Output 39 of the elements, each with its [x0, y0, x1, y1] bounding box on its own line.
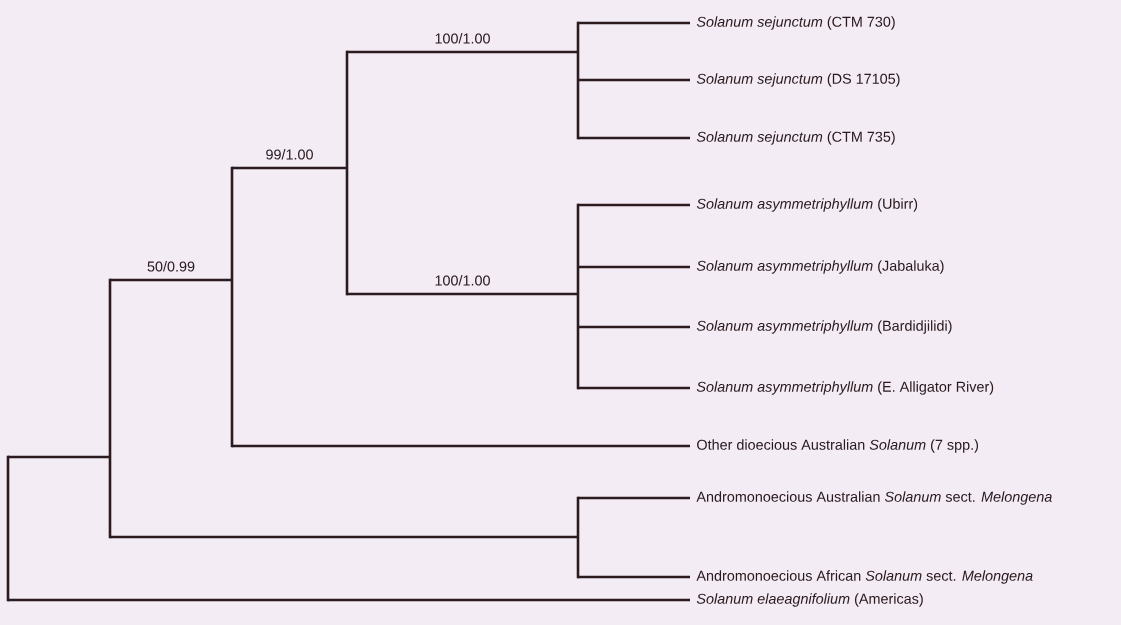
- taxon-label: Solanum asymmetriphyllum (Jabaluka): [696, 260, 944, 274]
- tree-branch: [8, 598, 690, 602]
- support-value: 99/1.00: [266, 149, 313, 160]
- tree-branch: [578, 78, 690, 82]
- tree-branch: [110, 278, 232, 282]
- tree-branch: [578, 325, 690, 329]
- clade-bar: [576, 21, 580, 140]
- taxon-label: Solanum sejunctum (DS 17105): [696, 73, 900, 87]
- tree-branch: [578, 265, 690, 269]
- tree-branch: [578, 203, 690, 207]
- tree-branch: [578, 386, 690, 390]
- taxon-label: Solanum asymmetriphyllum (E. Alligator River): [696, 381, 994, 395]
- tree-branch: [578, 21, 690, 25]
- tree-branch: [232, 166, 347, 170]
- taxon-label: Solanum asymmetriphyllum (Bardidjilidi): [696, 320, 952, 334]
- clade-bar: [230, 166, 234, 448]
- clade-bar: [108, 278, 112, 539]
- tree-branch: [347, 50, 578, 54]
- tree-branch: [578, 496, 690, 500]
- support-value: 100/1.00: [435, 33, 490, 44]
- clade-bar: [576, 203, 580, 390]
- clade-bar: [6, 455, 10, 602]
- tree-branch: [578, 575, 690, 579]
- tree-branch: [232, 444, 690, 448]
- taxon-label: Solanum asymmetriphyllum (Ubirr): [696, 198, 918, 212]
- tree-branch: [110, 535, 578, 539]
- support-value: 50/0.99: [147, 261, 195, 272]
- taxon-label: Solanum elaeagnifolium (Americas): [696, 593, 923, 607]
- taxon-label: Other dioecious Australian Solanum (7 spp.): [697, 439, 978, 453]
- clade-bar: [345, 50, 349, 296]
- taxon-label: Solanum sejunctum (CTM 735): [696, 131, 895, 145]
- tree-branch: [8, 455, 110, 459]
- taxon-label: Andromonoecious African Solanum sect. Melongena: [696, 570, 1033, 584]
- taxon-label: Solanum sejunctum (CTM 730): [696, 16, 895, 30]
- tree-branch: [347, 292, 578, 296]
- taxon-label: Andromonoecious Australian Solanum sect. Melongena: [696, 491, 1052, 505]
- tree-branch: [578, 136, 690, 140]
- support-value: 100/1.00: [435, 275, 490, 286]
- clade-bar: [576, 496, 580, 579]
